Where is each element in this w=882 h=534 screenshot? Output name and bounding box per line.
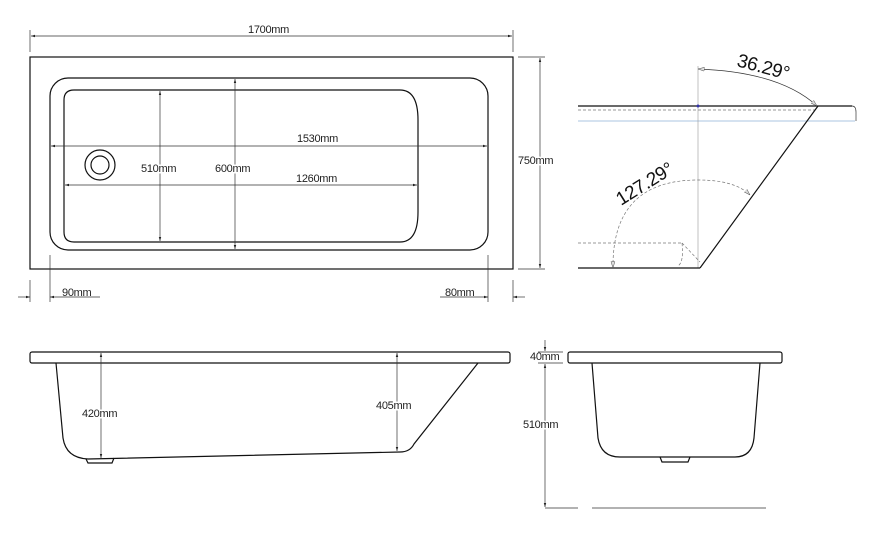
angle-bottom-label: 127.29° <box>613 159 678 211</box>
side-body <box>55 362 479 460</box>
basin-width-label: 510mm <box>141 163 176 175</box>
side-view: 420mm 405mm <box>29 351 511 464</box>
end-rim <box>567 351 783 364</box>
depth-left-label: 420mm <box>82 408 117 420</box>
inner-width-label: 600mm <box>215 163 250 175</box>
basin-length-label: 1260mm <box>296 173 337 185</box>
angle-top-label: 36.29° <box>735 51 792 85</box>
drain-icon <box>84 149 116 181</box>
rim-left-label: 90mm <box>62 287 91 299</box>
rim-thickness-label: 40mm <box>530 351 559 363</box>
width-label: 750mm <box>518 155 553 167</box>
end-view: 40mm 510mm <box>522 340 783 509</box>
side-rim <box>29 351 511 364</box>
end-body <box>591 362 761 458</box>
inner-length-label: 1530mm <box>297 133 338 145</box>
length-label: 1700mm <box>248 24 289 36</box>
depth-right-label: 405mm <box>376 400 411 412</box>
tub-outline <box>29 56 514 270</box>
angle-detail-view: 36.29° 127.29° <box>578 51 857 269</box>
basin <box>63 89 419 243</box>
total-height-label: 510mm <box>523 419 558 431</box>
top-view: 1700mm 750mm 1530mm 1260mm 510mm 600mm 9… <box>18 24 555 302</box>
inner-rim <box>49 77 489 251</box>
rim-right-label: 80mm <box>445 287 474 299</box>
